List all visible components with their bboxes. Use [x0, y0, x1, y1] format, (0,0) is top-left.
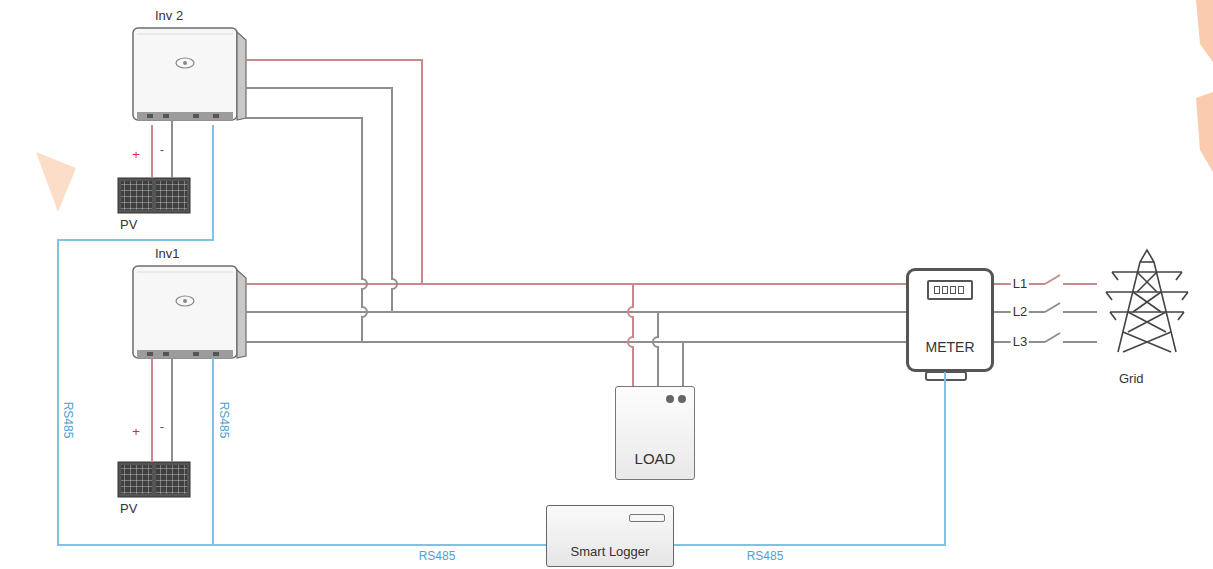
load-knob	[678, 395, 686, 403]
watermark-shape	[1196, 92, 1213, 172]
dc-minus-wire	[171, 120, 173, 178]
wire-path	[653, 312, 906, 386]
meter-label: METER	[926, 339, 975, 355]
rs485-label: RS485	[60, 402, 73, 439]
phase-label: L3	[1011, 335, 1029, 349]
polarity-sign: -	[160, 143, 164, 157]
logger-label: Smart Logger	[571, 545, 650, 560]
rs485-cable	[674, 372, 945, 545]
meter-node: METER	[906, 268, 994, 372]
polarity-sign: -	[160, 420, 164, 434]
rs485-cable	[213, 358, 546, 545]
polarity-sign: +	[132, 425, 140, 439]
inv-label: Inv 2	[155, 9, 183, 24]
watermark-shape	[36, 152, 76, 212]
power-wire	[994, 333, 1097, 342]
load-knob	[666, 395, 674, 403]
wire-path	[994, 303, 1097, 312]
power-wire	[628, 284, 906, 386]
logger-node: Smart Logger	[546, 505, 674, 567]
pv-panel-figure	[118, 462, 190, 497]
wire-path	[683, 342, 906, 386]
dc-minus-wire	[171, 358, 173, 462]
power-wire	[994, 275, 1097, 284]
pv-node: PV	[118, 462, 190, 497]
load-node: LOAD	[615, 386, 695, 480]
polarity-sign: +	[132, 148, 140, 162]
pv-panel-figure	[118, 178, 190, 213]
tower-figure	[1106, 250, 1188, 352]
display-digit-cell	[934, 286, 940, 294]
rs485-label: RS485	[747, 550, 784, 563]
bus-label: RS485	[419, 550, 456, 563]
inverter-figure	[133, 266, 246, 358]
meter-display	[927, 280, 973, 300]
wire-path	[674, 372, 945, 545]
inv-node: Inv 2	[133, 28, 246, 125]
power-wire	[246, 60, 906, 342]
pv-node: PV	[118, 178, 190, 213]
wire-path	[151, 125, 153, 178]
inv-node: Inv1	[133, 266, 246, 358]
watermark-shape	[1196, 0, 1213, 62]
rs485-cable	[58, 125, 546, 545]
grid-node: Grid	[1097, 248, 1197, 354]
logger-slot	[629, 514, 665, 522]
rs485-label: RS485	[216, 402, 229, 439]
inv-label: Inv1	[155, 247, 180, 262]
wire-path	[994, 333, 1097, 342]
power-wire	[152, 358, 153, 462]
grid-label: Grid	[1119, 372, 1144, 387]
wire-path	[628, 284, 906, 386]
wire-path	[246, 118, 906, 342]
phase-label: L1	[1011, 277, 1029, 291]
wire-path	[246, 88, 906, 312]
pv-label: PV	[120, 502, 137, 517]
power-wire	[994, 303, 1097, 312]
wire-path	[151, 358, 153, 462]
load-label: LOAD	[635, 450, 676, 467]
wire-path	[994, 275, 1097, 284]
display-digit-cell	[942, 286, 948, 294]
display-digit-cell	[950, 286, 956, 294]
inverter-figure	[133, 28, 246, 120]
pv-label: PV	[120, 218, 137, 233]
wire-path	[213, 358, 546, 545]
power-wire	[152, 125, 153, 178]
phase-label: L2	[1011, 305, 1029, 319]
wire-path	[246, 60, 906, 284]
wire-path	[58, 125, 546, 545]
display-digit-cell	[958, 286, 964, 294]
